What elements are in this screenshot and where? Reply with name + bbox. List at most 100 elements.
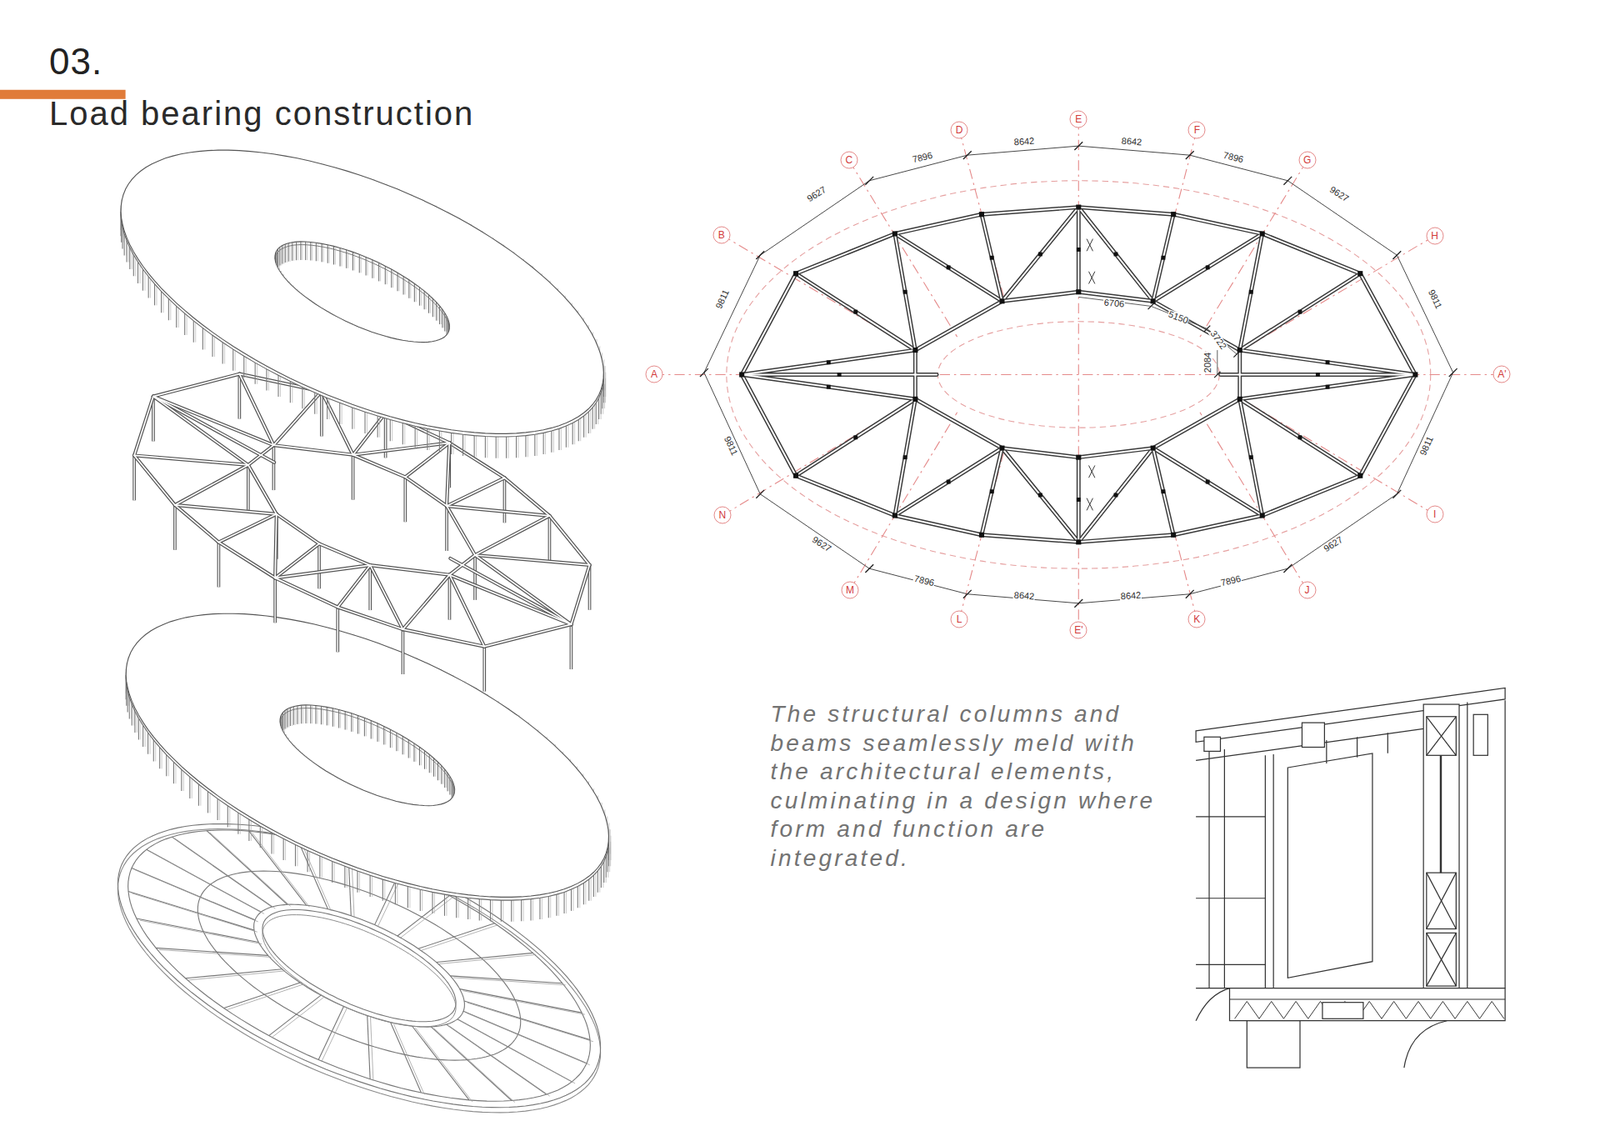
plan-beam bbox=[1173, 214, 1263, 234]
column-mark bbox=[1076, 247, 1081, 252]
column-mark bbox=[1160, 255, 1165, 260]
cross-mark bbox=[1086, 498, 1093, 511]
louver-fin bbox=[450, 800, 452, 819]
beam bbox=[153, 396, 274, 446]
louver-fin bbox=[450, 322, 451, 341]
louver-fin bbox=[414, 283, 415, 302]
grid-axis bbox=[1241, 235, 1435, 350]
louver-fin bbox=[513, 896, 515, 921]
louver-fin bbox=[407, 883, 409, 908]
beam bbox=[153, 396, 275, 463]
beam bbox=[405, 476, 447, 506]
column bbox=[174, 505, 175, 550]
radial-rib bbox=[435, 952, 533, 962]
louver-fin bbox=[310, 300, 311, 319]
louver-fin bbox=[288, 709, 290, 728]
louver-fin bbox=[311, 760, 313, 779]
louver-fin bbox=[439, 761, 440, 780]
louver-fin bbox=[485, 433, 486, 458]
louver-fin bbox=[378, 723, 380, 742]
grid-bubble: E bbox=[1070, 110, 1088, 129]
beam bbox=[1204, 736, 1221, 751]
plan-beam bbox=[981, 448, 1002, 535]
plan-beam bbox=[895, 448, 1003, 516]
louver-fin bbox=[429, 341, 430, 360]
louver-fin bbox=[415, 283, 417, 302]
column-mark bbox=[1325, 385, 1330, 390]
mullion bbox=[1195, 815, 1265, 817]
louver-fin bbox=[344, 863, 345, 888]
louver-fin bbox=[429, 754, 430, 773]
plan-beam bbox=[1153, 399, 1240, 449]
louver-fin bbox=[550, 893, 551, 918]
plan-beam bbox=[915, 300, 1002, 350]
beam bbox=[370, 565, 403, 630]
frame-line bbox=[1325, 740, 1327, 764]
plan-beam bbox=[1240, 273, 1360, 350]
plan-beam bbox=[1240, 399, 1360, 476]
beam bbox=[273, 445, 353, 455]
louver-fin bbox=[279, 267, 280, 286]
beam bbox=[446, 442, 450, 506]
hatch bbox=[1426, 872, 1457, 929]
ground-curve bbox=[1195, 988, 1230, 1021]
column-mark bbox=[1170, 211, 1176, 217]
louver-fin bbox=[449, 328, 450, 347]
louver-fin bbox=[401, 802, 403, 821]
louver-fin bbox=[316, 763, 318, 782]
louver-fin bbox=[437, 302, 439, 321]
louver-fin bbox=[454, 791, 455, 810]
louver-fin bbox=[333, 245, 335, 265]
plan-beam bbox=[1240, 374, 1416, 399]
plan-beam bbox=[895, 399, 915, 516]
plan-beam bbox=[1078, 448, 1153, 458]
plan-beam bbox=[1173, 515, 1263, 535]
dimension-tick bbox=[865, 564, 874, 573]
louver-fin bbox=[431, 889, 433, 914]
cross-mark bbox=[1086, 498, 1093, 511]
beam bbox=[353, 442, 450, 455]
louver-fin bbox=[450, 430, 452, 455]
louver-fin bbox=[396, 339, 398, 358]
dimension-text: 7896 bbox=[1221, 150, 1245, 165]
louver-fin bbox=[317, 242, 319, 261]
plan-beam bbox=[795, 273, 915, 350]
louver-fin bbox=[389, 799, 390, 818]
column bbox=[246, 465, 250, 510]
louver-fin bbox=[410, 340, 411, 360]
louver-fin bbox=[605, 378, 606, 403]
louver-fin bbox=[339, 777, 340, 796]
louver-fin bbox=[405, 275, 406, 295]
plan-beam bbox=[795, 233, 895, 274]
beam bbox=[446, 505, 550, 516]
louver-fin bbox=[502, 896, 504, 921]
beam bbox=[337, 565, 370, 607]
beam bbox=[402, 629, 485, 647]
louver-fin bbox=[350, 784, 351, 803]
plan-beam bbox=[1001, 207, 1079, 302]
louver-fin bbox=[377, 412, 379, 437]
louver-fin bbox=[442, 804, 444, 823]
louver-fin bbox=[358, 787, 360, 806]
louver-fin bbox=[445, 336, 447, 355]
insulation-block bbox=[1426, 872, 1457, 929]
louver-fin bbox=[437, 761, 439, 780]
louver-fin bbox=[284, 730, 285, 750]
column-mark bbox=[1298, 435, 1303, 440]
louver-fin bbox=[441, 309, 443, 328]
louver-fin bbox=[390, 416, 391, 441]
radial-rib bbox=[135, 870, 259, 922]
dimension-text: 7896 bbox=[1219, 573, 1243, 588]
beam bbox=[319, 543, 370, 565]
plan-beam bbox=[981, 448, 1002, 535]
louver-fin bbox=[354, 251, 355, 270]
plan-beam bbox=[1360, 374, 1415, 475]
louver-fin bbox=[378, 795, 380, 814]
plan-beam bbox=[1240, 233, 1263, 350]
column bbox=[473, 555, 477, 600]
louver-fin bbox=[358, 326, 360, 345]
plan-beam bbox=[1078, 207, 1153, 302]
column bbox=[247, 465, 249, 510]
louver-fin bbox=[290, 741, 292, 760]
plan-beam bbox=[1001, 448, 1079, 543]
